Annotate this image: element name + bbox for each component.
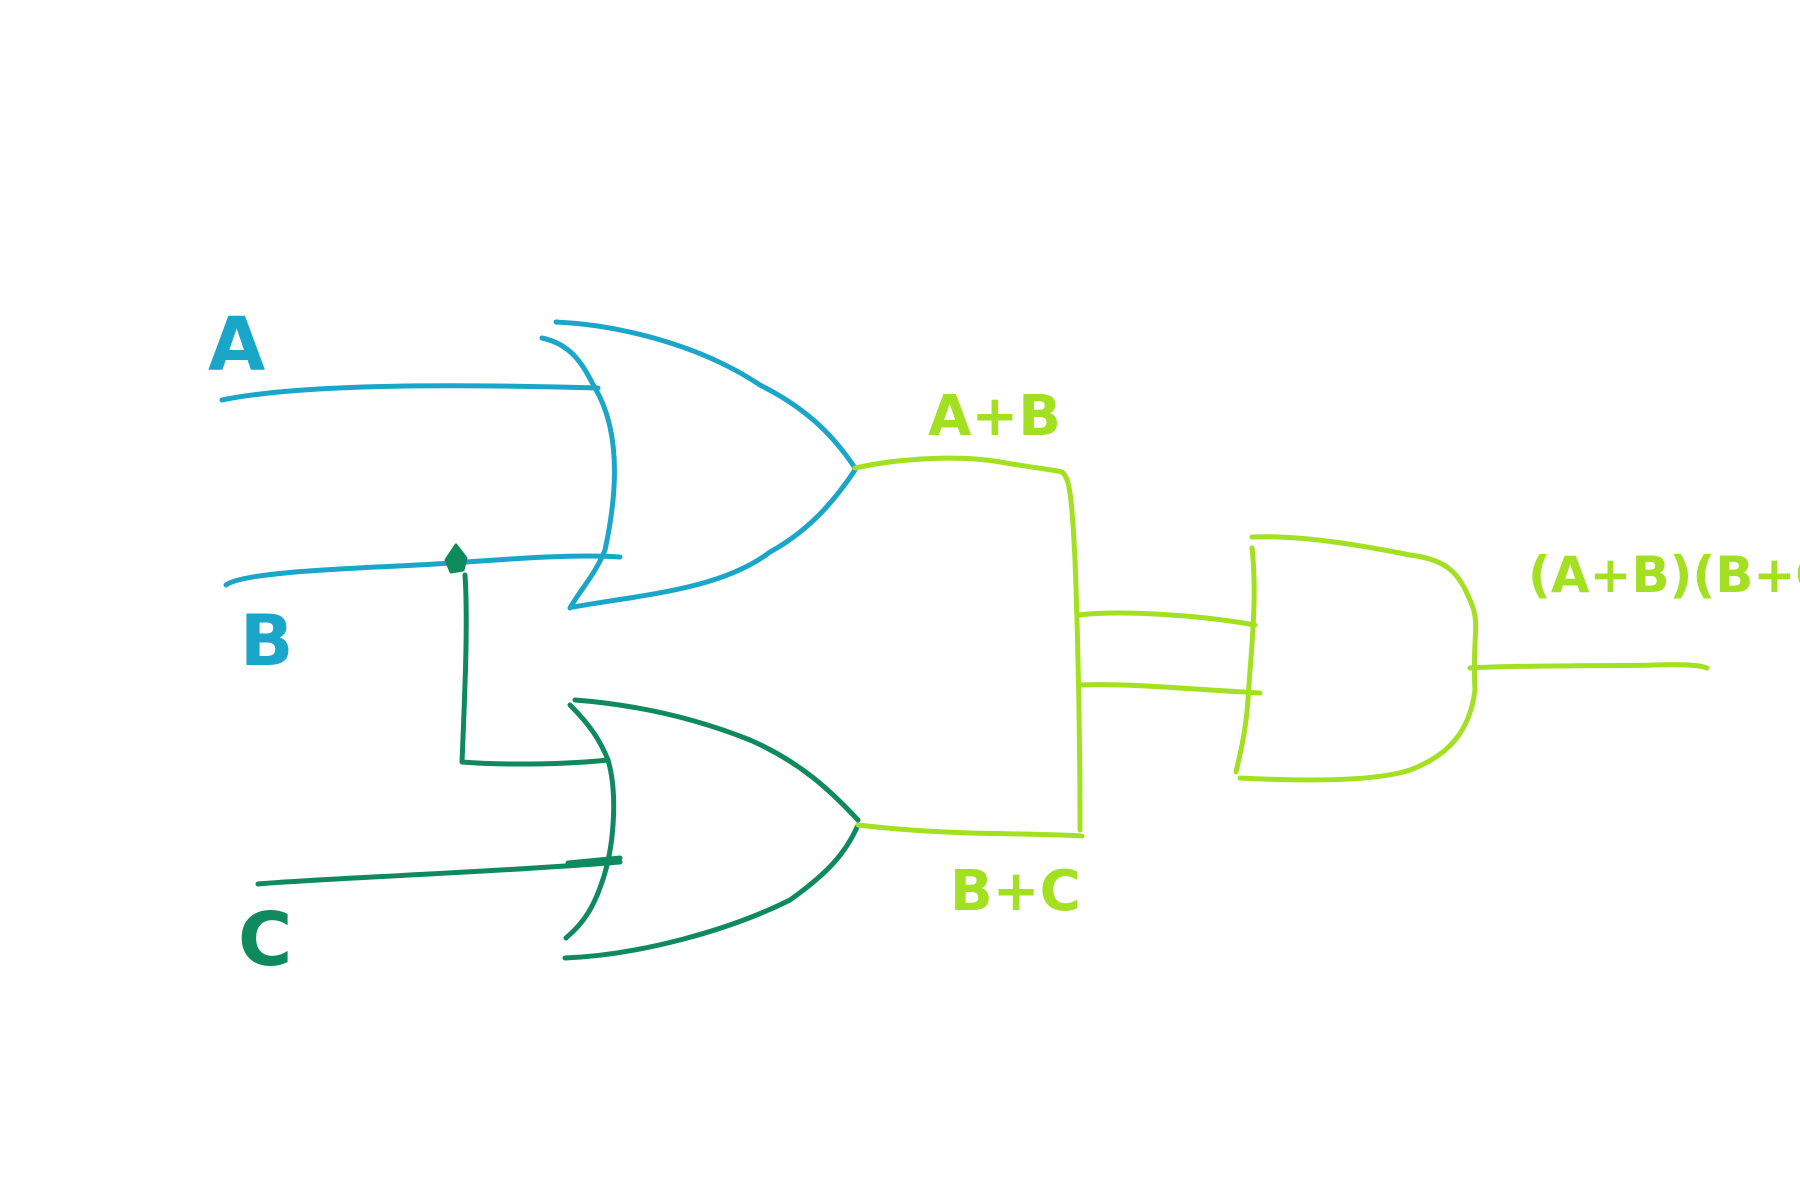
wire-b xyxy=(223,553,623,588)
label-or1-output: A+B xyxy=(928,384,1061,449)
label-a: A xyxy=(208,302,265,388)
wire-c-tick xyxy=(565,855,623,866)
wire-c xyxy=(255,859,623,887)
label-final-output: (A+B)(B+C) xyxy=(1528,546,1800,604)
wire-and-input-bottom xyxy=(1077,682,1263,696)
wire-or2-output xyxy=(855,822,1085,839)
or-gate-1-back-curve xyxy=(539,335,617,611)
and-gate-body xyxy=(1237,534,1479,783)
junction-dot xyxy=(444,543,468,574)
label-b: B xyxy=(240,600,293,682)
wire-and-input-top xyxy=(1075,610,1258,628)
and-gate xyxy=(1233,534,1479,783)
wire-a xyxy=(219,383,601,403)
wire-final-output xyxy=(1467,662,1710,671)
label-or2-output: B+C xyxy=(950,859,1081,924)
wire-b-branch xyxy=(459,572,611,767)
or-gate-1-bottom-curve xyxy=(570,467,858,610)
wire-or1-output xyxy=(852,455,1083,833)
or-gate-2 xyxy=(562,697,861,961)
or-gate-2-bottom-curve xyxy=(562,822,861,961)
or-gate-1 xyxy=(539,319,858,611)
or-gate-1-top-curve xyxy=(553,319,858,471)
or-gate-2-top-curve xyxy=(572,697,861,823)
and-gate-back-line xyxy=(1233,545,1257,775)
or-gate-2-back-curve xyxy=(563,702,617,941)
label-c: C xyxy=(238,897,292,983)
